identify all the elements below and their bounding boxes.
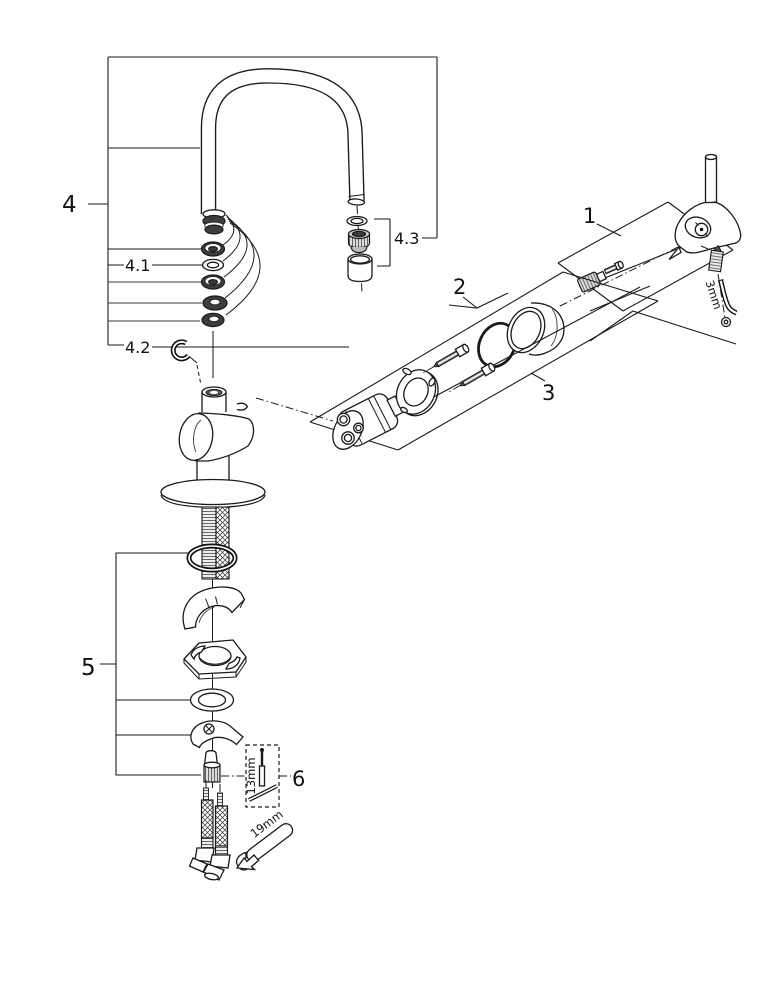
body-detail-notch [236,402,249,411]
thick-oring [186,543,238,573]
retaining-clip [170,339,202,386]
supply-hoses [188,780,231,881]
set-screw [708,249,724,273]
callout-label-5: 5 [81,655,96,681]
callout-label-4-2: 4.2 [125,338,150,357]
callout-label-4-1: 4.1 [125,256,150,275]
horseshoe-washer [182,586,246,630]
wrench-direction-arrow [235,854,260,871]
callout-label-6: 6 [292,767,305,791]
hex-key-3mm [717,279,738,316]
handle-lever [668,153,742,261]
aerator-assembly [346,205,373,293]
aerator-mousseur [347,228,371,254]
handle-plug [577,270,608,293]
callout-bracket-4 [88,56,438,348]
hose-fitting [203,750,221,783]
spout-seal-rings [200,241,228,378]
handle-screw [603,260,624,275]
cap-callout-bracket [448,292,509,309]
cartridge-screws [420,343,496,394]
hex-key-end [720,316,732,328]
faucet-body [178,386,255,484]
base-flange [160,478,266,509]
socket-tool-box [245,744,280,808]
callout-label-1: 1 [583,204,596,228]
handle-tail [668,245,682,261]
lever-rod [704,153,718,204]
callout-bracket-5 [100,552,201,776]
spout-connection-arcs [222,214,261,316]
mounting-shank-and-hose [201,506,230,580]
callout-bracket-4-3 [374,218,437,267]
washer [189,688,235,712]
callout-label-3: 3 [542,381,555,405]
spout-end-fitting [202,209,226,235]
o-ring-4-1 [201,258,225,272]
spout [200,68,366,214]
aerator-shell [347,253,373,283]
stabilizer-bracket [190,720,244,749]
callout-label-4: 4 [62,192,77,218]
wrench-19mm [235,823,294,871]
cartridge-flange [395,367,439,417]
handle-scaffold-lines [557,201,737,345]
mounting-nut [183,639,247,680]
hose-nut-right [209,854,231,869]
callout-label-4-3: 4.3 [394,229,419,248]
socket-size-label: 13mm [244,757,258,794]
handle-set-screw-group [700,244,738,328]
callout-label-2: 2 [453,275,466,299]
cap-dome [506,302,565,356]
